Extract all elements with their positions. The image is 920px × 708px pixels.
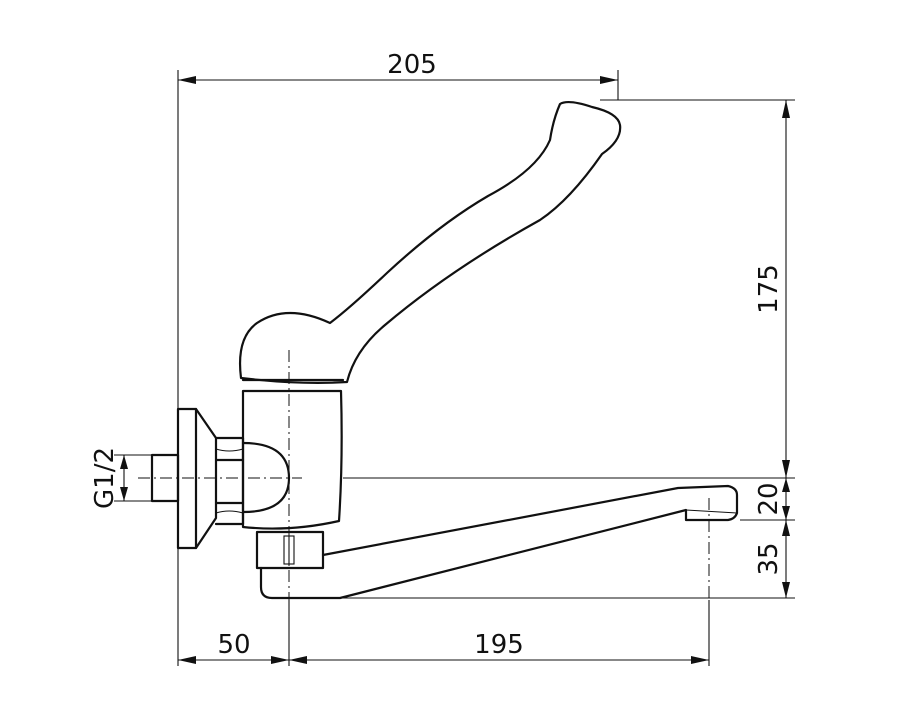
- dimension-195: 195: [289, 630, 709, 664]
- dimension-35: 35: [754, 520, 790, 598]
- dimension-20: 20: [754, 478, 790, 520]
- mixer-body: [241, 389, 343, 530]
- dimension-175: 175: [754, 100, 790, 478]
- extension-lines: [114, 70, 795, 666]
- lever-handle: [239, 100, 622, 384]
- dimension-label-35: 35: [754, 542, 784, 575]
- dimension-label-50: 50: [217, 630, 250, 660]
- spout: [259, 484, 739, 600]
- dimension-205: 205: [178, 50, 618, 84]
- faucet-outline: [150, 100, 739, 600]
- dimension-label-195: 195: [474, 630, 524, 660]
- dimension-label-205: 205: [387, 50, 437, 80]
- center-lines: [138, 350, 710, 600]
- dimension-50: 50: [178, 630, 289, 664]
- dimension-thread: G1/2: [90, 447, 128, 509]
- spout-collar: [255, 530, 325, 570]
- dimension-label-175: 175: [754, 264, 784, 314]
- dimension-label-20: 20: [754, 482, 784, 515]
- dimension-label-thread: G1/2: [90, 447, 120, 509]
